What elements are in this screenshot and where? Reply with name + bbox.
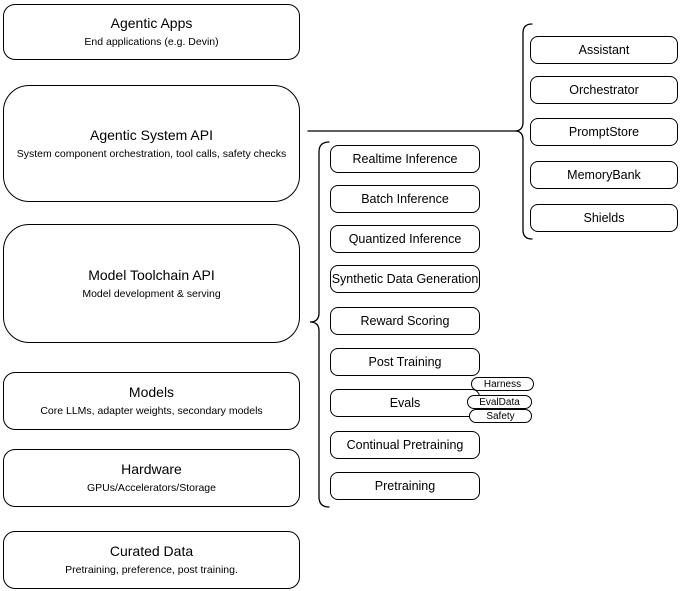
node-shields[interactable]: Shields xyxy=(530,204,678,232)
node-pretraining[interactable]: Pretraining xyxy=(330,472,480,500)
node-quantized-inference[interactable]: Quantized Inference xyxy=(330,225,480,253)
node-title: Hardware xyxy=(121,461,182,477)
node-models[interactable]: Models Core LLMs, adapter weights, secon… xyxy=(3,372,300,430)
node-subtitle: System component orchestration, tool cal… xyxy=(16,147,287,160)
node-agentic-apps[interactable]: Agentic Apps End applications (e.g. Devi… xyxy=(3,4,300,60)
node-title: Models xyxy=(128,384,175,400)
toolchain-brace xyxy=(309,141,330,508)
node-realtime-inference[interactable]: Realtime Inference xyxy=(330,145,480,173)
node-model-toolchain-api[interactable]: Model Toolchain API Model development & … xyxy=(3,224,300,343)
node-curated-data[interactable]: Curated Data Pretraining, preference, po… xyxy=(3,531,300,589)
node-eval-harness[interactable]: Harness xyxy=(471,377,534,391)
node-subtitle: GPUs/Accelerators/Storage xyxy=(87,482,216,494)
node-reward-scoring[interactable]: Reward Scoring xyxy=(330,307,480,335)
node-orchestrator[interactable]: Orchestrator xyxy=(530,76,678,104)
node-subtitle: End applications (e.g. Devin) xyxy=(84,36,219,48)
node-post-training[interactable]: Post Training xyxy=(330,348,480,376)
node-evals[interactable]: Evals xyxy=(330,389,480,417)
node-eval-safety[interactable]: Safety xyxy=(469,409,532,423)
node-agentic-system-api[interactable]: Agentic System API System component orch… xyxy=(3,85,300,202)
node-assistant[interactable]: Assistant xyxy=(530,36,678,64)
node-subtitle: Model development & serving xyxy=(82,287,221,300)
node-batch-inference[interactable]: Batch Inference xyxy=(330,185,480,213)
node-title: Agentic Apps xyxy=(110,15,193,31)
node-title: Curated Data xyxy=(109,543,194,559)
node-hardware[interactable]: Hardware GPUs/Accelerators/Storage xyxy=(3,449,300,507)
node-synthetic-data-generation[interactable]: Synthetic Data Generation xyxy=(330,265,480,293)
node-eval-evaldata[interactable]: EvalData xyxy=(467,395,532,409)
node-subtitle: Pretraining, preference, post training. xyxy=(65,564,238,576)
node-title: Model Toolchain API xyxy=(88,266,215,283)
node-subtitle: Core LLMs, adapter weights, secondary mo… xyxy=(40,405,263,417)
node-continual-pretraining[interactable]: Continual Pretraining xyxy=(330,431,480,459)
node-promptstore[interactable]: PromptStore xyxy=(530,118,678,146)
node-title: Agentic System API xyxy=(90,126,213,143)
node-memorybank[interactable]: MemoryBank xyxy=(530,161,678,189)
